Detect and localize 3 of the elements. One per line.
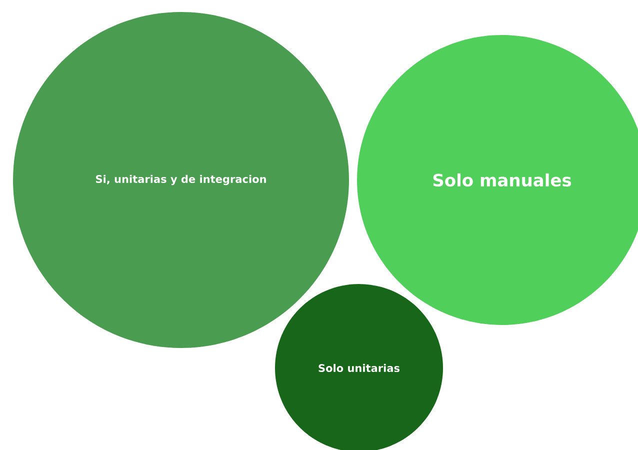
bubble: Si, unitarias y de integracion bbox=[13, 12, 349, 348]
bubble: Solo manuales bbox=[357, 35, 638, 325]
bubble: Solo unitarias bbox=[275, 284, 443, 450]
